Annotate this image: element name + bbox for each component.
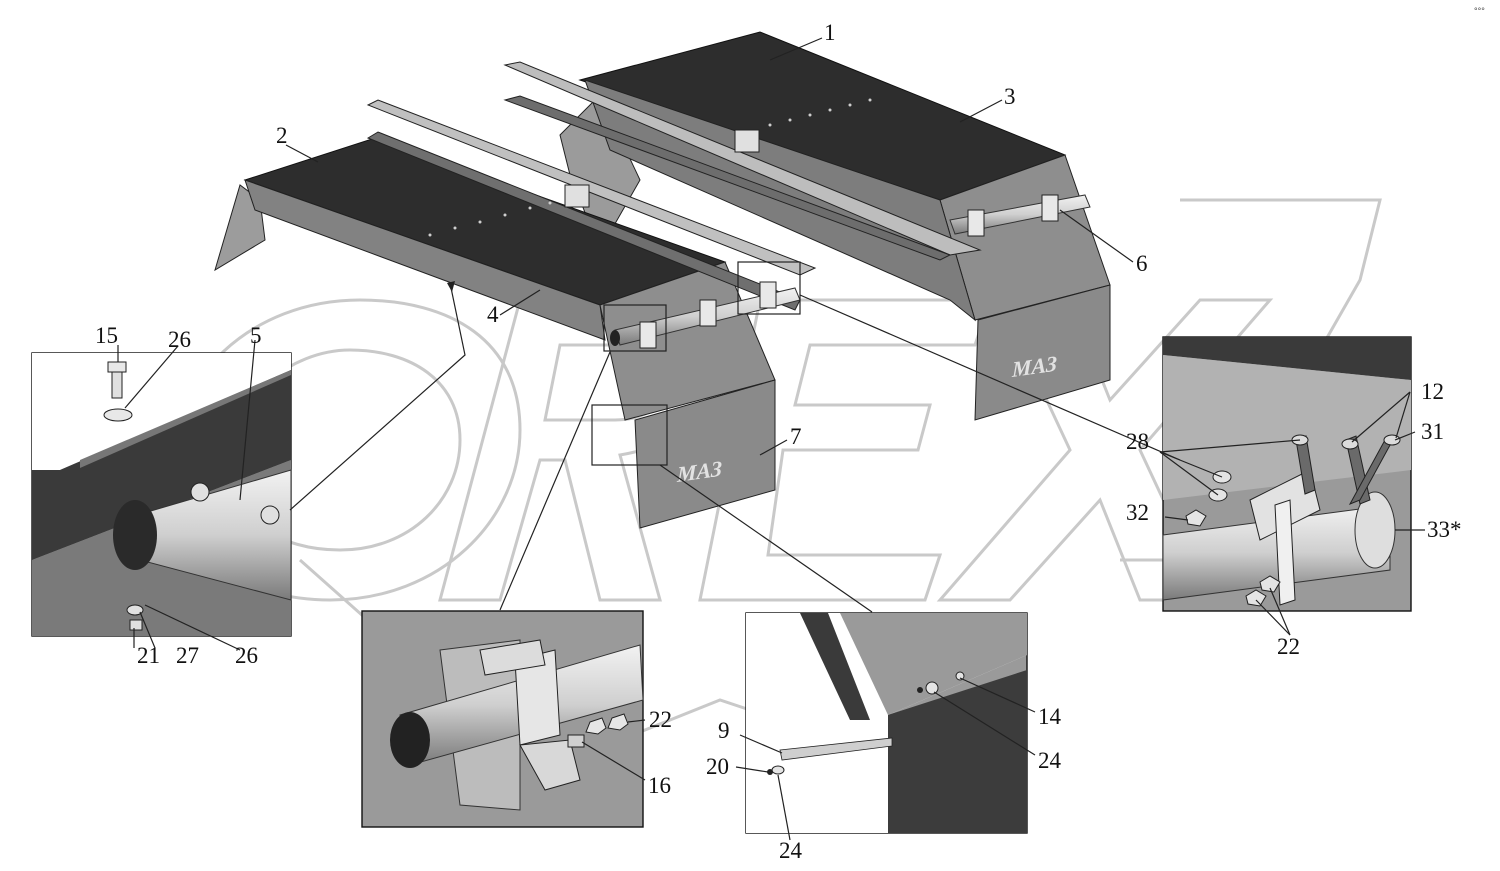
detail-d-pipe — [1162, 504, 1391, 601]
detail-view-d — [1162, 336, 1412, 612]
callout-26-top: 26 — [168, 327, 191, 352]
callout-27: 27 — [176, 643, 199, 668]
callout-33star: 33* — [1427, 517, 1462, 542]
callout-14: 14 — [1038, 704, 1062, 729]
detail-view-c — [745, 612, 1028, 834]
callout-5: 5 — [250, 323, 262, 348]
callout-32: 32 — [1126, 500, 1149, 525]
callout-15: 15 — [95, 323, 118, 348]
callout-16: 16 — [648, 773, 671, 798]
leader-lines — [117, 37, 1425, 841]
callout-labels: 1 2 3 4 5 6 7 9 12 14 15 16 20 21 22 22 … — [95, 20, 1462, 863]
callout-24-c: 24 — [1038, 748, 1062, 773]
callout-21: 21 — [137, 643, 160, 668]
callout-26-bottom: 26 — [235, 643, 258, 668]
callout-6: 6 — [1136, 251, 1148, 276]
callout-22-b: 22 — [649, 707, 672, 732]
left-fender-assembly: МАЗ — [214, 99, 817, 529]
corner-tag: °°° — [1474, 6, 1485, 16]
right-fender-assembly: МАЗ — [503, 31, 1111, 421]
callout-20: 20 — [706, 754, 729, 779]
callout-4: 4 — [487, 302, 499, 327]
callout-24-b: 24 — [779, 838, 803, 863]
callout-1: 1 — [824, 20, 836, 45]
callout-2: 2 — [276, 123, 288, 148]
callout-28: 28 — [1126, 429, 1149, 454]
detail-view-b — [361, 610, 644, 828]
callout-9: 9 — [718, 718, 730, 743]
callout-22-d: 22 — [1277, 634, 1300, 659]
callout-7: 7 — [790, 424, 802, 449]
left-mudflap — [634, 379, 776, 529]
callout-3: 3 — [1004, 84, 1016, 109]
detail-view-a — [31, 352, 292, 637]
callout-12: 12 — [1421, 379, 1444, 404]
callout-31: 31 — [1421, 419, 1444, 444]
